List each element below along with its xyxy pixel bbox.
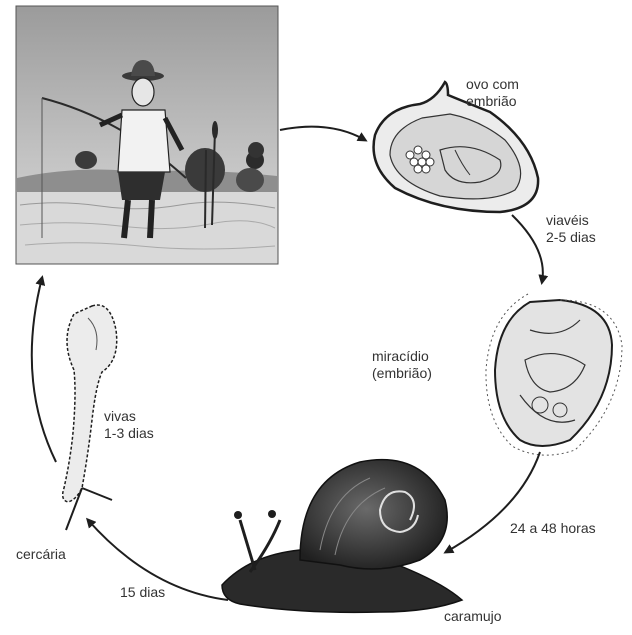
snail-to-cercaria-text: 15 dias (120, 584, 165, 601)
snail-label-text: caramujo (444, 608, 502, 625)
egg-viability-line1: viavéis (546, 212, 596, 229)
cercaria-label-text: cercária (16, 546, 66, 563)
egg-label-line2: embrião (466, 93, 519, 110)
cercaria-life-line2: 1-3 dias (104, 425, 154, 442)
egg-label: ovo com embrião (466, 76, 519, 110)
egg-viability-label: viavéis 2-5 dias (546, 212, 596, 246)
cercaria-life-line1: vivas (104, 408, 154, 425)
cercaria-label: cercária (16, 546, 66, 563)
egg-viability-line2: 2-5 dias (546, 229, 596, 246)
arrow-miracidium-to-snail (446, 452, 540, 552)
fisherman-scene (16, 6, 278, 264)
miracidium-to-snail-text: 24 a 48 horas (510, 520, 596, 537)
miracidium-label-line1: miracídio (372, 348, 432, 365)
cercaria-life-label: vivas 1-3 dias (104, 408, 154, 442)
snail-label: caramujo (444, 608, 502, 625)
arrow-fisherman-to-egg (280, 127, 365, 140)
arrow-egg-to-miracidium (512, 215, 543, 282)
miracidium (486, 294, 622, 455)
arrow-cercaria-to-fisherman (32, 278, 56, 462)
egg-label-line1: ovo com (466, 76, 519, 93)
snail (222, 460, 462, 613)
snail-to-cercaria-label: 15 dias (120, 584, 165, 601)
miracidium-label: miracídio (embrião) (372, 348, 432, 382)
miracidium-to-snail-label: 24 a 48 horas (510, 520, 596, 537)
miracidium-label-line2: (embrião) (372, 365, 432, 382)
